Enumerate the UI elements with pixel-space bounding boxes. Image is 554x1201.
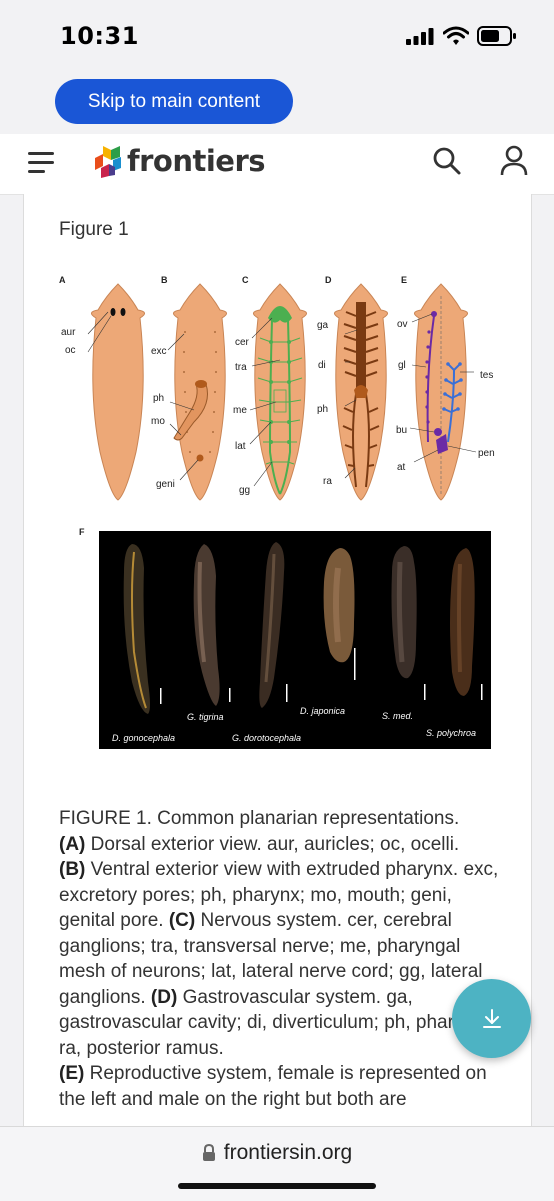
panel-letter-e: E <box>401 275 407 285</box>
caption-tag-a: (A) <box>59 833 86 855</box>
label-c-lat: lat <box>235 441 246 452</box>
label-e-at: at <box>397 462 406 473</box>
label-b-mo: mo <box>151 416 165 427</box>
user-icon[interactable] <box>500 145 528 177</box>
caption-intro: FIGURE 1. Common planarian representatio… <box>59 808 460 829</box>
wifi-icon <box>443 26 469 45</box>
worm-d <box>334 283 388 501</box>
label-b-geni: geni <box>156 479 175 490</box>
figure-caption: FIGURE 1. Common planarian representatio… <box>59 806 499 1112</box>
species-label-s-med: S. med. <box>382 711 413 721</box>
label-d-di: di <box>318 360 326 371</box>
download-button[interactable] <box>452 979 531 1058</box>
label-e-pen: pen <box>478 448 495 459</box>
caption-tag-e: (E) <box>59 1063 85 1084</box>
frontiers-logo[interactable]: frontiers <box>93 144 266 178</box>
status-time: 10:31 <box>60 22 139 50</box>
frontiers-logo-icon <box>95 146 121 178</box>
label-b-ph: ph <box>153 393 164 404</box>
figure-card: Figure 1 A B C D E F aur oc <box>23 194 532 1126</box>
label-e-ov: ov <box>397 319 408 330</box>
site-header: frontiers <box>0 134 554 195</box>
label-e-gl: gl <box>398 360 406 371</box>
figure-image[interactable]: A B C D E F aur oc <box>44 272 504 752</box>
hamburger-menu-icon[interactable] <box>28 150 54 176</box>
label-a-oc: oc <box>65 345 76 356</box>
label-b-exc: exc <box>151 346 167 357</box>
worm-c <box>249 283 307 501</box>
search-icon[interactable] <box>432 146 462 176</box>
caption-text-b: Ventral exterior view with extruded phar… <box>59 859 499 931</box>
caption-tag-c: (C) <box>168 910 196 931</box>
label-c-gg: gg <box>239 485 250 496</box>
label-d-ga: ga <box>317 320 329 331</box>
caption-text-d: Gastrovascular system. ga, gastrovascula… <box>59 986 489 1059</box>
browser-address-bar[interactable]: frontiersin.org <box>0 1126 554 1201</box>
label-c-cer: cer <box>235 337 250 348</box>
label-e-bu: bu <box>396 425 407 436</box>
worm-a <box>87 283 145 501</box>
logo-text: frontiers <box>127 144 266 178</box>
battery-icon <box>477 26 516 46</box>
lock-icon <box>202 1144 215 1162</box>
panel-letter-a: A <box>59 275 66 285</box>
label-c-tra: tra <box>235 362 247 373</box>
label-d-ph: ph <box>317 404 328 415</box>
species-label-d-japonica: D. japonica <box>300 706 345 716</box>
species-label-d-gonocephala: D. gonocephala <box>112 733 175 743</box>
species-label-s-polychroa: S. polychroa <box>426 728 476 738</box>
caption-text-e: Reproductive system, female is represent… <box>59 1063 487 1110</box>
home-indicator <box>178 1183 376 1189</box>
species-photo-panel <box>99 531 491 749</box>
caption-text-a: Dorsal exterior view. aur, auricles; oc,… <box>85 833 460 855</box>
status-bar: 10:31 <box>0 0 554 70</box>
url-text: frontiersin.org <box>223 1141 353 1164</box>
worm-b <box>167 283 227 501</box>
signal-icon <box>406 28 434 45</box>
caption-tag-d: (D) <box>150 986 178 1008</box>
worm-e <box>409 283 477 501</box>
label-a-aur: aur <box>61 327 76 338</box>
panel-letter-f: F <box>79 527 85 537</box>
species-label-g-tigrina: G. tigrina <box>187 712 224 722</box>
label-e-tes: tes <box>480 370 493 381</box>
species-label-g-dorotocephala: G. dorotocephala <box>232 733 301 743</box>
panel-letter-c: C <box>242 275 249 285</box>
panel-letter-b: B <box>161 275 168 285</box>
url-display[interactable]: frontiersin.org <box>0 1141 554 1165</box>
figure-title: Figure 1 <box>59 219 129 240</box>
skip-to-content-button[interactable]: Skip to main content <box>55 79 293 124</box>
panel-letter-d: D <box>325 275 332 285</box>
download-icon <box>482 1008 501 1028</box>
label-d-ra: ra <box>323 476 332 487</box>
caption-tag-b: (B) <box>59 859 86 880</box>
caption-text-c: Nervous system. cer, cerebral ganglions;… <box>59 910 483 1008</box>
label-c-me: me <box>233 405 247 416</box>
